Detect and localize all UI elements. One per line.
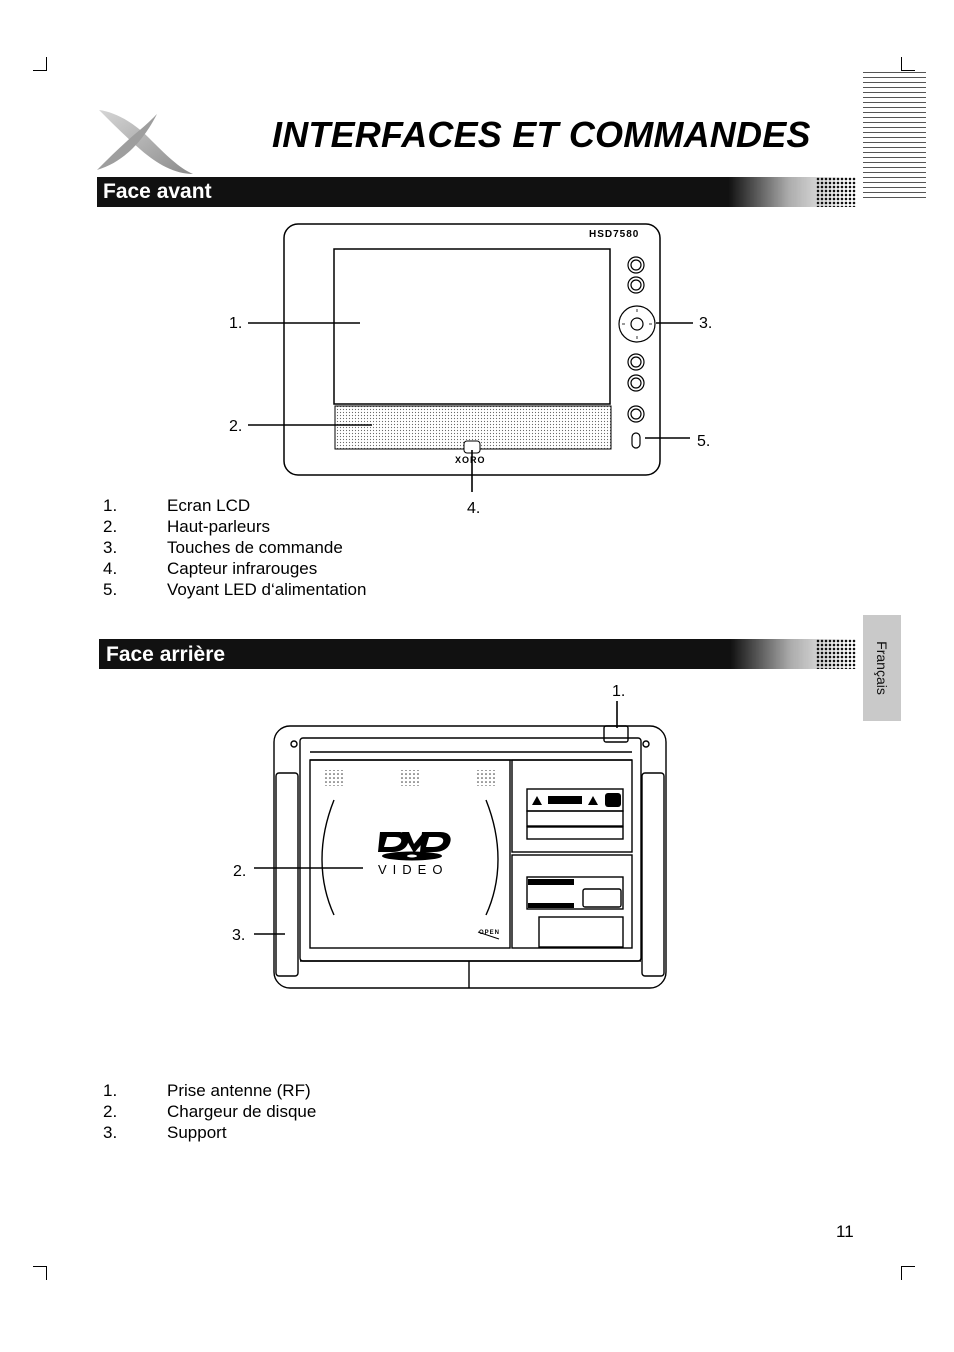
front-brand-label: XORO <box>455 455 486 465</box>
list-item: 2. Chargeur de disque <box>103 1101 503 1122</box>
item-number: 2. <box>103 1102 118 1121</box>
list-item: 4. Capteur infrarouges <box>103 558 503 579</box>
list-item: 5. Voyant LED d‘alimentation <box>103 579 503 600</box>
front-callout-3: 3. <box>699 315 713 332</box>
list-item: 2. Haut-parleurs <box>103 516 503 537</box>
section-heading-front: Face avant <box>103 180 212 203</box>
dvd-video-label: VIDEO <box>378 862 449 877</box>
item-number: 3. <box>103 538 118 557</box>
crop-mark-top-right <box>901 57 915 71</box>
back-callout-3: 3. <box>232 927 246 944</box>
item-label: Prise antenne (RF) <box>167 1081 311 1100</box>
section-bar-front <box>97 177 849 207</box>
back-callout-2: 2. <box>233 863 247 880</box>
open-label: OPEN <box>479 930 501 936</box>
front-panel-drawing <box>248 223 693 492</box>
item-label: Support <box>167 1123 227 1142</box>
item-number: 5. <box>103 580 118 599</box>
item-label: Haut-parleurs <box>167 517 270 536</box>
language-tab: Français <box>863 615 901 721</box>
item-number: 1. <box>103 496 118 515</box>
crop-mark-top-left <box>33 57 47 71</box>
list-item: 1. Ecran LCD <box>103 495 503 516</box>
list-item: 3. Touches de commande <box>103 537 503 558</box>
item-number: 2. <box>103 517 118 536</box>
front-callout-4: 4. <box>467 500 481 517</box>
item-number: 1. <box>103 1081 118 1100</box>
front-legend-list: 1. Ecran LCD 2. Haut-parleurs 3. Touches de… <box>103 495 503 600</box>
front-callout-1: 1. <box>229 315 243 332</box>
list-item: 1. Prise antenne (RF) <box>103 1080 503 1101</box>
front-callout-5: 5. <box>697 433 711 450</box>
section-heading-back: Face arrière <box>106 643 226 666</box>
section-bar-back <box>99 639 851 669</box>
item-label: Chargeur de disque <box>167 1102 317 1121</box>
front-model-label: HSD7580 <box>589 229 640 240</box>
item-label: Voyant LED d‘alimentation <box>167 580 367 599</box>
xoro-x-logo <box>97 110 193 174</box>
page-number: 11 <box>836 1222 854 1241</box>
back-callout-1: 1. <box>612 683 626 700</box>
item-number: 4. <box>103 559 118 578</box>
back-legend-list: 1. Prise antenne (RF) 2. Chargeur de disqu… <box>103 1080 503 1143</box>
item-label: Capteur infrarouges <box>167 559 318 578</box>
crop-mark-bottom-left <box>33 1266 47 1280</box>
crop-mark-bottom-right <box>901 1266 915 1280</box>
item-label: Touches de commande <box>167 538 343 557</box>
section-bar-front-dots <box>816 177 856 207</box>
item-number: 3. <box>103 1123 118 1142</box>
list-item: 3. Support <box>103 1122 503 1143</box>
front-callout-2: 2. <box>229 418 243 435</box>
page-title: INTERFACES ET COMMANDES <box>272 114 811 155</box>
side-decoration-lines <box>863 72 926 200</box>
item-label: Ecran LCD <box>167 496 251 515</box>
section-bar-back-dots <box>816 639 856 669</box>
front-panel-diagram: HSD7580 XORO 1. 2. 3. 4. 5. <box>0 0 954 640</box>
